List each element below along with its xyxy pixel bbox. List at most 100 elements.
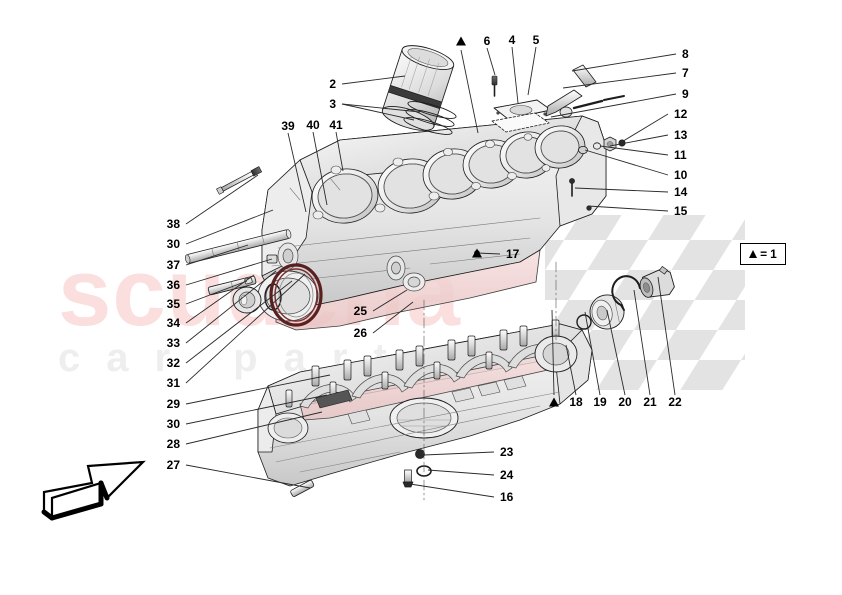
leader-line-24 [427, 469, 495, 476]
callout-9[interactable]: 9 [682, 87, 689, 101]
callout-14[interactable]: 14 [674, 185, 688, 199]
callout-12[interactable]: 12 [674, 107, 688, 121]
callout-22[interactable]: 22 [668, 395, 682, 409]
leader-line-tri-bottom [551, 309, 555, 396]
triangle-icon-tri-top [456, 36, 466, 46]
callout-26[interactable]: 26 [353, 326, 367, 340]
leader-line-35 [185, 280, 248, 305]
legend-value: 1 [770, 247, 777, 261]
callout-41[interactable]: 41 [329, 118, 343, 132]
leader-line-34 [185, 274, 255, 324]
callout-27[interactable]: 27 [166, 458, 180, 472]
leader-line-10 [584, 149, 669, 176]
leader-line-28 [185, 411, 323, 445]
callout-36[interactable]: 36 [166, 278, 180, 292]
callout-29[interactable]: 29 [166, 397, 180, 411]
legend-box: = 1 [740, 243, 786, 265]
callout-30a[interactable]: 30 [166, 237, 180, 251]
callout-34[interactable]: 34 [166, 316, 180, 330]
callout-25[interactable]: 25 [353, 304, 367, 318]
triangle-icon-tri-bottom [549, 397, 559, 407]
leader-line-37 [185, 244, 249, 266]
leader-line-16 [409, 483, 495, 498]
leader-line-36 [185, 258, 273, 286]
leader-line-41 [335, 131, 344, 172]
callout-21[interactable]: 21 [643, 395, 657, 409]
leader-line-11 [599, 145, 669, 156]
callout-37[interactable]: 37 [166, 258, 180, 272]
leader-line-15 [587, 205, 669, 212]
legend-equals: = [760, 247, 768, 261]
leader-line-39 [287, 132, 307, 213]
direction-arrow [41, 460, 146, 521]
leader-line-19 [584, 311, 601, 396]
callout-28[interactable]: 28 [166, 437, 180, 451]
callout-3[interactable]: 3 [329, 97, 336, 111]
upper-crankcase-body [257, 115, 607, 331]
leader-line-9 [550, 93, 677, 118]
callout-7[interactable]: 7 [682, 66, 689, 80]
callout-33[interactable]: 33 [166, 336, 180, 350]
leader-line-25 [372, 289, 408, 312]
leader-line-3 [341, 103, 415, 121]
bush-part [232, 286, 262, 314]
leader-line-13 [609, 134, 669, 147]
head-bolt-bosses [312, 133, 551, 220]
leader-line-2 [341, 75, 406, 85]
leader-line-7 [562, 72, 677, 89]
callout-4[interactable]: 4 [508, 33, 516, 47]
leader-line-33 [185, 270, 277, 344]
main-bearing-bolts [285, 319, 560, 408]
leader-line-3b [341, 103, 421, 113]
triangle-icon-tri-middle [472, 248, 482, 258]
callout-30b[interactable]: 30 [166, 417, 180, 431]
callout-19[interactable]: 19 [593, 395, 607, 409]
leader-line-38 [185, 174, 259, 225]
leader-line-30a [185, 209, 274, 245]
leader-line-22 [657, 276, 676, 396]
callout-35[interactable]: 35 [166, 297, 180, 311]
callout-18[interactable]: 18 [569, 395, 583, 409]
callout-38[interactable]: 38 [166, 217, 180, 231]
leader-line-14 [574, 187, 669, 193]
cylinder-bores [311, 125, 586, 224]
triangle-icon [749, 250, 758, 258]
long-studs [545, 64, 625, 118]
oil-pump-seat [534, 335, 578, 373]
callout-20[interactable]: 20 [618, 395, 632, 409]
leader-line-4 [511, 46, 519, 104]
callout-11[interactable]: 11 [674, 148, 687, 162]
leader-line-31 [185, 273, 306, 384]
callout-6[interactable]: 6 [483, 34, 491, 48]
callout-40[interactable]: 40 [306, 118, 320, 132]
leader-line-26 [372, 301, 414, 334]
callout-17[interactable]: 17 [506, 247, 520, 261]
callout-10[interactable]: 10 [674, 168, 688, 182]
callout-24[interactable]: 24 [500, 468, 514, 482]
callout-23[interactable]: 23 [500, 445, 514, 459]
bolt-6 [491, 75, 498, 97]
callout-8[interactable]: 8 [682, 47, 689, 61]
callout-39[interactable]: 39 [281, 119, 295, 133]
leader-line-21 [633, 289, 651, 396]
liner-shim-set [403, 101, 457, 135]
callout-16[interactable]: 16 [500, 490, 514, 504]
callout-31[interactable]: 31 [166, 376, 180, 390]
leader-line-18 [565, 344, 577, 396]
crankshaft-seal [269, 263, 323, 327]
callout-15[interactable]: 15 [674, 204, 688, 218]
leader-line-23 [423, 451, 495, 456]
callout-2[interactable]: 2 [329, 77, 336, 91]
callout-13[interactable]: 13 [674, 128, 688, 142]
callout-5[interactable]: 5 [532, 33, 540, 47]
cylinder-liner-part [381, 45, 455, 131]
callout-32[interactable]: 32 [166, 356, 180, 370]
leader-line-12 [619, 113, 669, 144]
leader-line-tri-top [460, 49, 479, 134]
leader-line-5 [527, 46, 537, 96]
leader-line-20 [606, 309, 626, 396]
left-pin-set [184, 166, 323, 497]
